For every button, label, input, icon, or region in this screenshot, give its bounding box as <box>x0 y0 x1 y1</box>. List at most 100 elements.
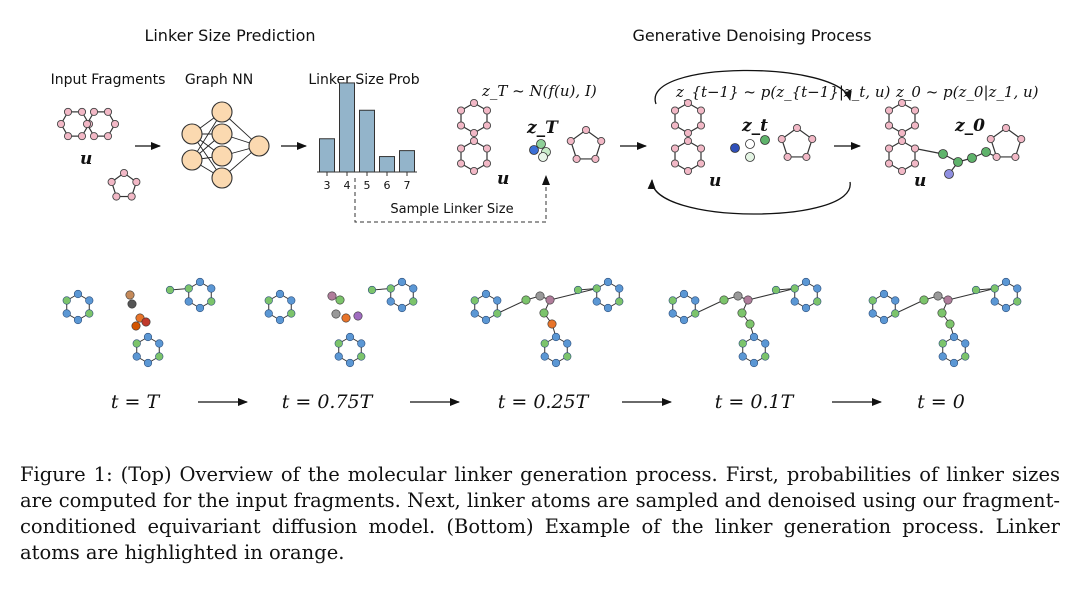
label-graph-nn: Graph NN <box>185 72 253 88</box>
atom <box>540 339 549 348</box>
atom <box>884 144 894 153</box>
label-input-fragments: Input Fragments <box>51 72 166 88</box>
atom <box>481 289 491 299</box>
atom <box>551 332 561 342</box>
nn-node <box>248 135 270 157</box>
linker-atom <box>743 295 753 305</box>
step-molecule-5 <box>868 277 1022 368</box>
atom <box>683 136 693 146</box>
atom <box>771 285 781 295</box>
atom <box>891 296 900 305</box>
atom <box>195 303 205 313</box>
linker-atom <box>967 153 977 163</box>
bond <box>549 288 597 301</box>
linker-atom <box>341 313 351 323</box>
loop-arrow-top <box>654 69 852 105</box>
atom <box>409 284 418 293</box>
atom <box>357 339 366 348</box>
atom <box>62 296 71 305</box>
linker-atom <box>760 135 770 145</box>
atom <box>132 339 141 348</box>
atom <box>691 309 700 318</box>
linker-atom <box>981 147 991 157</box>
atom <box>868 296 877 305</box>
atom <box>85 309 94 318</box>
atom <box>469 98 479 108</box>
label-z-0: z_0 <box>954 116 985 136</box>
atom <box>572 154 581 163</box>
linker-atom <box>547 319 557 329</box>
atom <box>357 352 366 361</box>
linker-atom <box>730 143 740 153</box>
atom <box>103 107 113 116</box>
label-u-zT: u <box>497 169 509 189</box>
linker-atom <box>719 295 729 305</box>
linker-atom <box>745 319 755 329</box>
atom <box>469 136 479 146</box>
atom <box>1001 277 1011 287</box>
atom <box>879 289 889 299</box>
atom <box>808 135 817 144</box>
linker-atom <box>745 152 755 162</box>
atom <box>813 297 822 306</box>
atom <box>386 284 395 293</box>
atom <box>195 277 205 287</box>
tick-label-7: 7 <box>404 179 411 192</box>
linker-atom <box>521 295 531 305</box>
atom <box>670 159 680 168</box>
linker-atom <box>945 319 955 329</box>
atom <box>961 339 970 348</box>
atom <box>597 137 606 146</box>
step-label-1: t = T <box>111 391 161 413</box>
atom <box>470 296 479 305</box>
atom <box>334 352 343 361</box>
atom <box>409 297 418 306</box>
atom <box>287 296 296 305</box>
noise-atom <box>529 145 539 155</box>
step-label-5: t = 0 <box>917 391 965 413</box>
graph-nn-diagram <box>181 101 270 189</box>
atom <box>971 285 981 295</box>
atom <box>897 128 907 138</box>
nn-node <box>181 149 203 171</box>
noisy-sample-z-T <box>456 98 606 176</box>
atom <box>132 352 141 361</box>
tick-label-6: 6 <box>384 179 391 192</box>
linker-atom <box>125 290 135 300</box>
atom <box>670 121 680 130</box>
noise-atom <box>536 139 546 149</box>
atom <box>683 98 693 108</box>
bond <box>695 299 725 314</box>
atom <box>696 106 706 115</box>
atom <box>566 137 575 146</box>
atom <box>1011 152 1020 161</box>
section-title-denoising: Generative Denoising Process <box>632 26 871 45</box>
label-linker-size-prob: Linker Size Prob <box>308 72 419 88</box>
atom <box>910 121 920 130</box>
linker-atom <box>131 321 141 331</box>
linker-atom <box>535 291 545 301</box>
atom <box>910 106 920 115</box>
linker-atom <box>745 139 755 149</box>
atom <box>1001 303 1011 313</box>
atom <box>155 339 164 348</box>
bond <box>895 299 925 314</box>
atom <box>990 284 999 293</box>
atom <box>63 107 73 116</box>
section-title-linker-size: Linker Size Prediction <box>144 26 315 45</box>
atom <box>790 284 799 293</box>
atom <box>897 166 907 176</box>
atom <box>386 297 395 306</box>
linker-atom <box>943 295 953 305</box>
atom <box>749 358 759 368</box>
atom <box>275 315 285 325</box>
sample-linker-size-path <box>354 175 550 223</box>
tick-label-4: 4 <box>344 179 351 192</box>
atom <box>801 277 811 287</box>
atom <box>761 339 770 348</box>
atom <box>615 284 624 293</box>
atom <box>910 159 920 168</box>
intermediate-sample-z-t <box>670 98 817 176</box>
atom <box>127 192 136 201</box>
bond <box>947 288 995 301</box>
